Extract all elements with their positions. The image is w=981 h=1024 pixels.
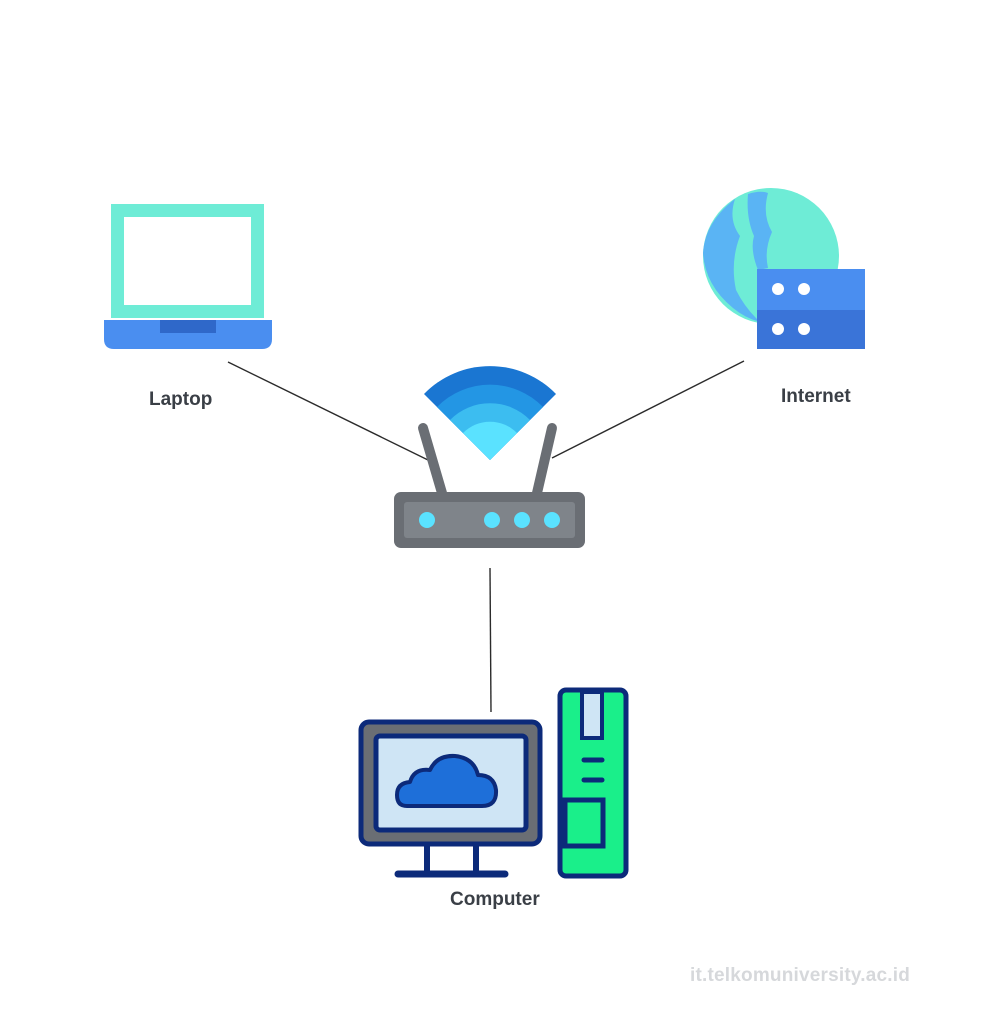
wifi-router-icon	[394, 366, 585, 548]
wifi-signal-icon	[424, 366, 556, 460]
tower-icon	[557, 687, 629, 879]
desktop-computer-icon	[358, 687, 629, 879]
monitor-icon	[358, 719, 543, 878]
connection-lines	[227, 360, 745, 713]
cloud-icon	[395, 753, 499, 808]
globe-server-icon	[703, 188, 865, 349]
connection-router-computer	[489, 567, 492, 713]
computer-label: Computer	[450, 889, 540, 910]
connection-internet-router	[551, 360, 745, 459]
laptop-icon	[104, 204, 272, 349]
laptop-label: Laptop	[149, 389, 213, 410]
internet-label: Internet	[781, 386, 851, 407]
watermark: it.telkomuniversity.ac.id	[690, 965, 911, 986]
connection-laptop-router	[227, 361, 429, 461]
